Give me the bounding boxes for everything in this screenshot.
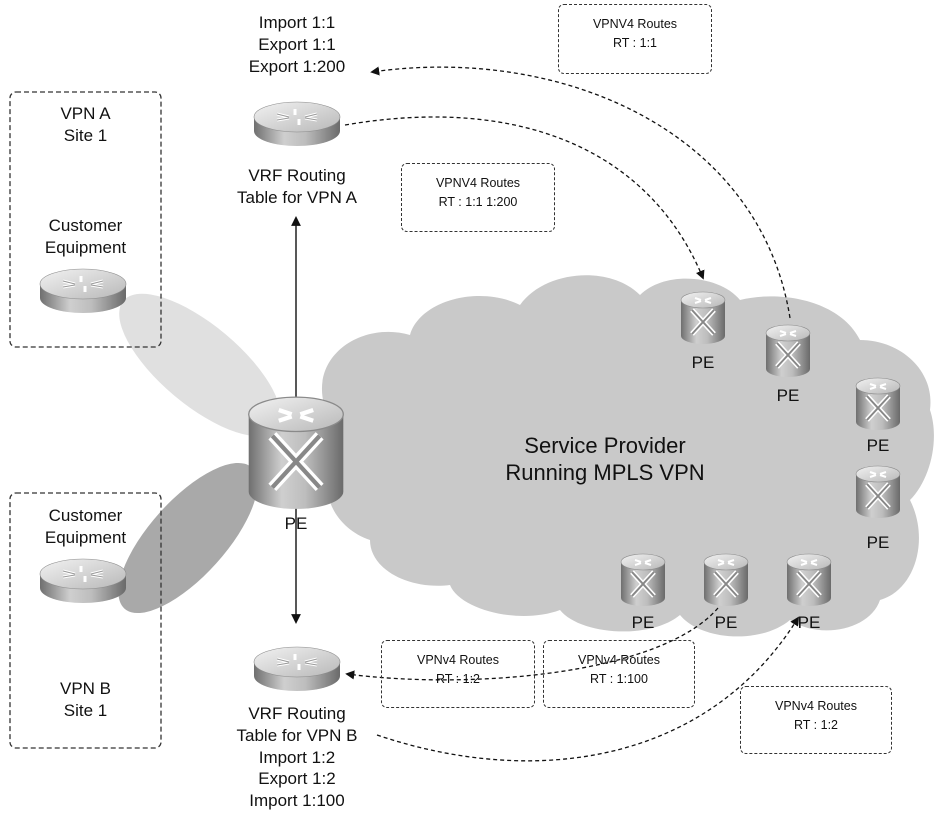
route-box-top-right: VPNV4 Routes RT : 1:1 (558, 4, 712, 74)
route-box-center: VPNV4 Routes RT : 1:1 1:200 (401, 163, 555, 232)
pe-to-vrf-b-import-arrow (345, 607, 719, 681)
route-box-bottom-left-rt: RT : 1:2 (435, 672, 480, 687)
pe-label-4: PE (866, 533, 890, 552)
cloud-title-line1: Service Provider (524, 433, 686, 458)
pe-router-6 (704, 554, 748, 606)
site-vpn-a-label: VPN A Site 1 (10, 103, 161, 147)
pe-import-to-vrf-a-arrow (370, 66, 791, 319)
cloud-title-line2: Running MPLS VPN (505, 459, 705, 485)
site-vpn-a-site: Site 1 (63, 125, 108, 145)
route-box-bottom-mid-title: VPNv4 Routes (578, 653, 660, 667)
route-box-bottom-left: VPNv4 Routes RT : 1:2 (381, 640, 535, 708)
vrf-a-policy-0: Import 1:1 (258, 13, 336, 32)
route-box-top-right-rt: RT : 1:1 (612, 36, 657, 51)
vrf-b-title-line2: Table for VPN B (236, 725, 358, 745)
route-box-center-rt: RT : 1:1 1:200 (438, 195, 518, 210)
pe-label-5: PE (631, 613, 655, 632)
pe-router-7 (787, 554, 831, 606)
main-pe-router (249, 397, 344, 509)
site-vpn-b-name: VPN B (59, 679, 112, 698)
access-link-vpn-b (118, 462, 258, 614)
route-box-center-title: VPNV4 Routes (435, 176, 521, 190)
vrf-a-router (252, 100, 342, 148)
pe-label-2: PE (776, 386, 800, 405)
vrf-b-title: VRF Routing Table for VPN B Import 1:2 E… (217, 703, 377, 812)
vrf-b-title-line1: VRF Routing (248, 704, 346, 723)
route-box-bottom-right-rt: RT : 1:2 (793, 718, 838, 733)
vrf-b-policy-2: Import 1:100 (249, 791, 345, 810)
vrf-b-export-arrow (376, 616, 799, 762)
pe-router-2 (766, 325, 810, 377)
ce-vpn-b-line2: Equipment (44, 527, 127, 547)
vrf-a-title-line2: Table for VPN A (236, 187, 357, 207)
route-box-bottom-mid: VPNv4 Routes RT : 1:100 (543, 640, 695, 708)
pe-label-main: PE (284, 514, 308, 533)
cloud-title: Service Provider Running MPLS VPN (500, 433, 710, 487)
ce-vpn-b-label: Customer Equipment (10, 505, 161, 549)
vrf-b-router (252, 645, 342, 693)
ce-vpn-a-line2: Equipment (44, 237, 127, 257)
ce-vpn-b-line1: Customer (48, 506, 123, 525)
access-link-vpn-a (119, 293, 281, 437)
pe-router-1 (681, 292, 725, 344)
vrf-a-policy-1: Export 1:1 (258, 34, 336, 54)
pe-router-3 (856, 378, 900, 430)
route-box-bottom-mid-rt: RT : 1:100 (590, 672, 648, 687)
site-vpn-b-site: Site 1 (63, 700, 108, 720)
vrf-a-title-line1: VRF Routing (248, 166, 346, 185)
pe-label-3: PE (866, 436, 890, 455)
route-box-bottom-right-title: VPNv4 Routes (775, 699, 857, 713)
ce-vpn-a-line1: Customer (48, 216, 123, 235)
vrf-a-policy-2: Export 1:200 (248, 56, 346, 76)
pe-label-6: PE (714, 613, 738, 632)
ce-vpn-a-label: Customer Equipment (10, 215, 161, 259)
pe-router-4 (856, 466, 900, 518)
vrf-a-policy: Import 1:1 Export 1:1 Export 1:200 (217, 12, 377, 77)
site-vpn-b-label: VPN B Site 1 (10, 678, 161, 722)
vrf-b-policy-1: Export 1:2 (258, 769, 336, 789)
site-vpn-a-name: VPN A (60, 104, 111, 123)
vrf-a-title: VRF Routing Table for VPN A (217, 165, 377, 209)
pe-label-7: PE (797, 613, 821, 632)
pe-label-1: PE (691, 353, 715, 372)
ce-router-vpn-a (38, 267, 128, 315)
route-box-bottom-left-title: VPNv4 Routes (417, 653, 499, 667)
vrf-b-policy-0: Import 1:2 (258, 747, 336, 767)
route-box-top-right-title: VPNV4 Routes (592, 17, 678, 31)
route-box-bottom-right: VPNv4 Routes RT : 1:2 (740, 686, 892, 754)
pe-router-5 (621, 554, 665, 606)
ce-router-vpn-b (38, 557, 128, 605)
